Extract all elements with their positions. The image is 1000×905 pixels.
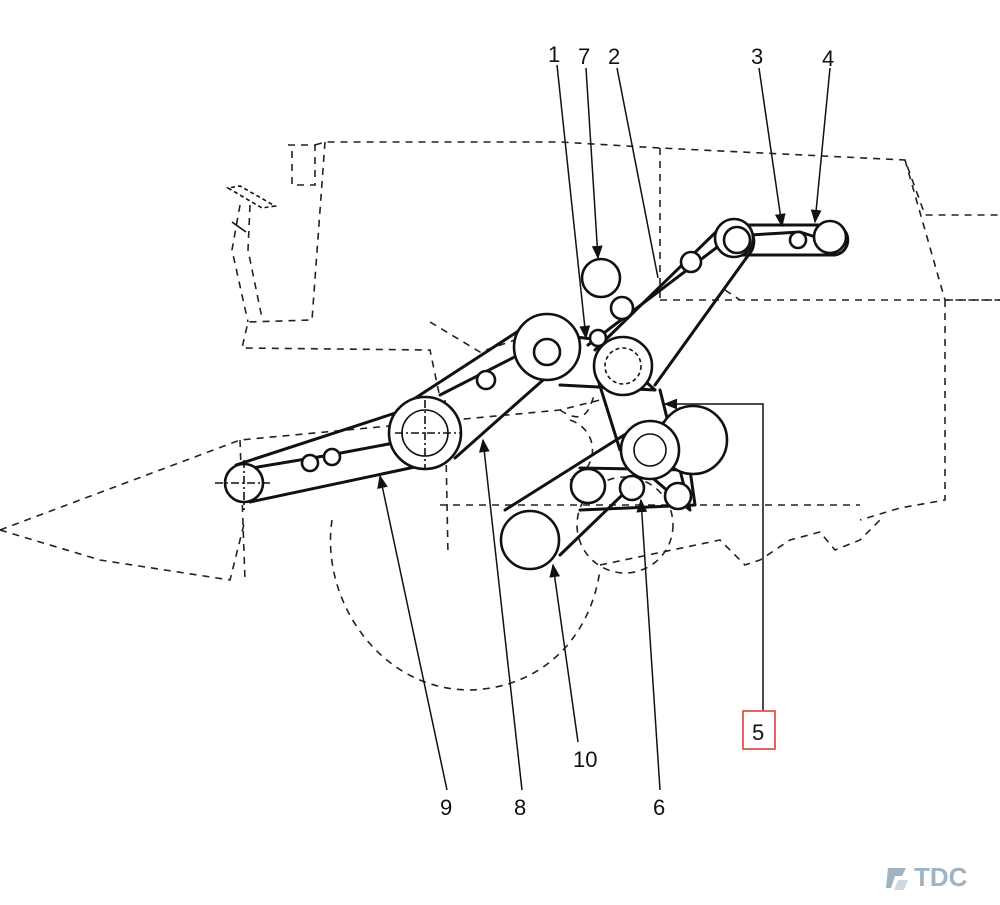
callout-4: 4 bbox=[822, 46, 834, 71]
callouts: 1 7 2 3 4 5 6 8 9 10 bbox=[440, 42, 834, 820]
steering-wheel-icon bbox=[225, 185, 278, 323]
tdc-logo-icon bbox=[886, 868, 908, 890]
callout-6: 6 bbox=[653, 795, 665, 820]
callout-8: 8 bbox=[514, 795, 526, 820]
centre-lines bbox=[215, 400, 460, 510]
callout-5-highlight-box bbox=[742, 710, 776, 750]
machine-outline bbox=[0, 141, 1000, 691]
callout-7: 7 bbox=[578, 44, 590, 69]
callout-10: 10 bbox=[573, 747, 597, 772]
callout-9: 9 bbox=[440, 795, 452, 820]
leader-lines bbox=[377, 64, 831, 791]
callout-5: 5 bbox=[752, 720, 764, 745]
tdc-logo-text: TDC bbox=[914, 862, 968, 892]
pulleys bbox=[223, 217, 848, 571]
callout-3: 3 bbox=[751, 44, 763, 69]
callout-1: 1 bbox=[548, 42, 560, 67]
callout-2: 2 bbox=[608, 44, 620, 69]
tdc-watermark: TDC bbox=[884, 860, 994, 896]
